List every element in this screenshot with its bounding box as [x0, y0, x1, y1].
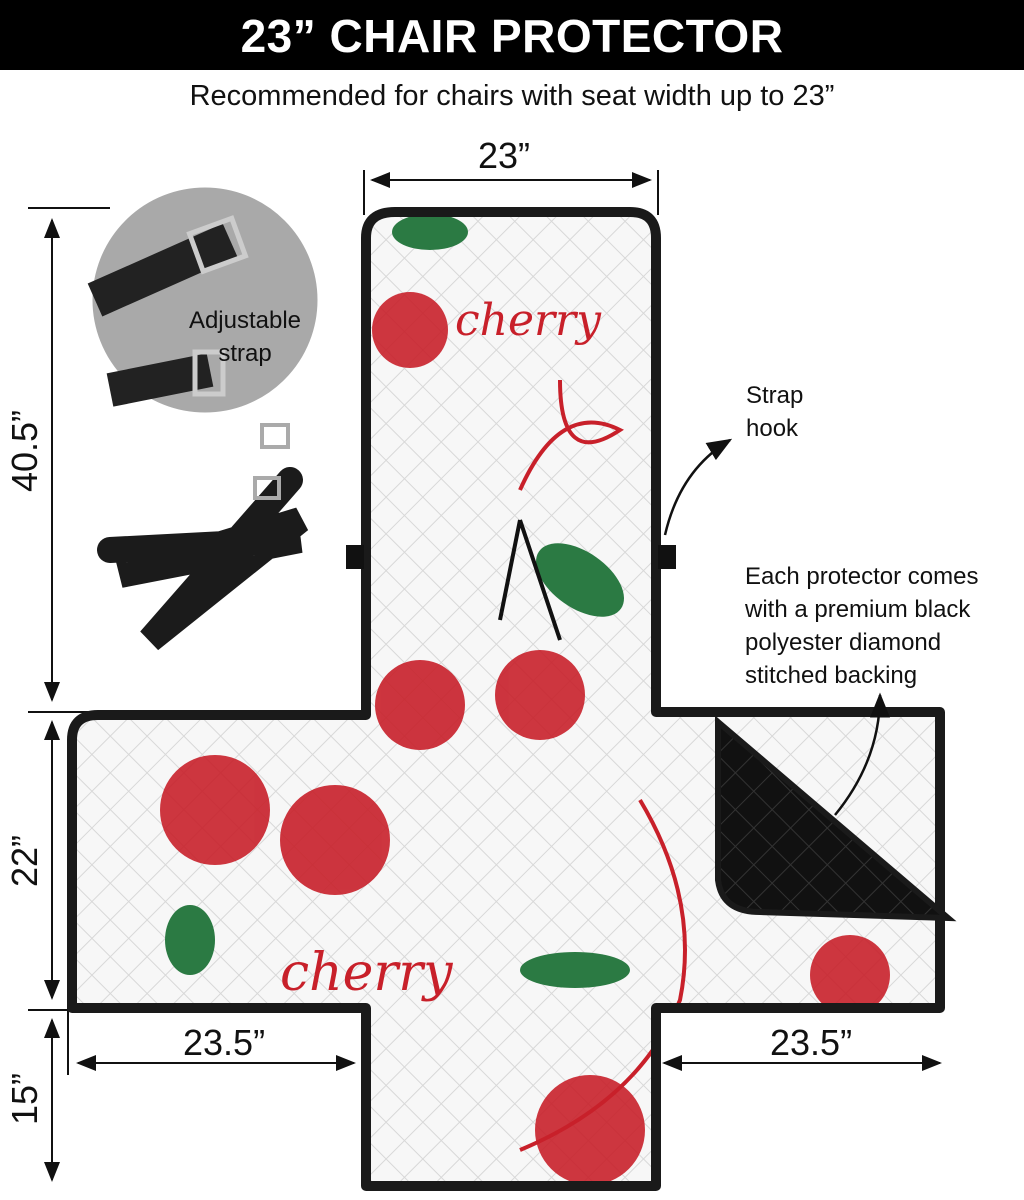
- black-backing-corner: [715, 715, 957, 922]
- dim-back-height: 40.5”: [4, 409, 45, 493]
- dim-top-width: 23”: [478, 135, 531, 176]
- dim-front-flap: 15”: [4, 1072, 45, 1126]
- page-title: 23” CHAIR PROTECTOR: [0, 0, 1024, 70]
- dim-seat-depth: 22”: [4, 834, 45, 888]
- strap-hook-left: [346, 545, 364, 569]
- cherry-print: [160, 292, 890, 1185]
- backing-arrow: [834, 692, 890, 816]
- strap-label: Adjustable strap: [188, 307, 302, 367]
- dim-right-arm: 23.5”: [770, 1022, 853, 1063]
- strap-hook-arrow: [663, 438, 733, 536]
- subtitle: Recommended for chairs with seat width u…: [189, 80, 835, 112]
- print-text-1: cherry: [455, 295, 602, 346]
- print-text-2: cherry: [280, 943, 453, 1003]
- backing-description: Each protector comes with a premium blac…: [745, 563, 979, 689]
- strap-hook-label: Strap hook: [746, 382, 804, 442]
- strap-closeup: [87, 184, 321, 416]
- adjustable-strap-image: [97, 423, 309, 651]
- dim-left-arm: 23.5”: [183, 1022, 266, 1063]
- strap-hook-right: [658, 545, 676, 569]
